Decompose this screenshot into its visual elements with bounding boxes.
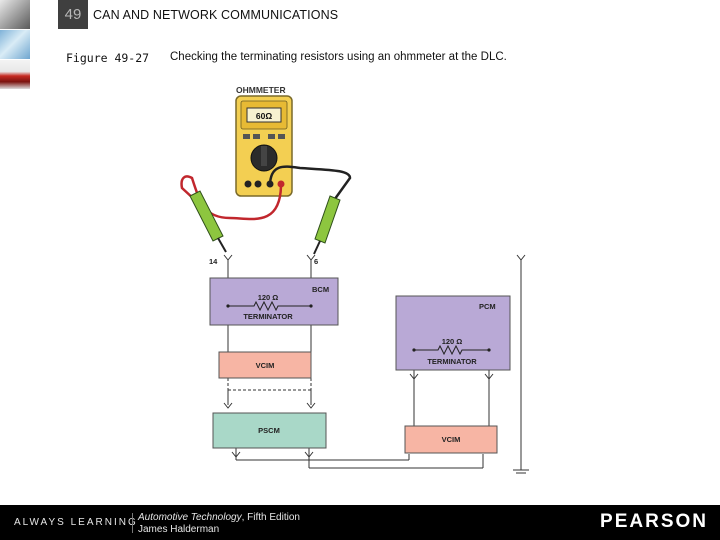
thumbnail-image (0, 30, 30, 59)
left-probe (189, 190, 227, 253)
pin-label-6: 6 (314, 257, 318, 266)
footer-bar: ALWAYS LEARNING Automotive Technology, F… (0, 505, 720, 540)
book-edition: , Fifth Edition (241, 512, 300, 523)
book-info: Automotive Technology, Fifth Edition Jam… (138, 512, 300, 536)
bcm-label: BCM (312, 285, 329, 294)
can-bus-diagram: OHMMETER 60Ω 14 6 (180, 85, 529, 474)
thumbnail-strip (0, 0, 30, 90)
pcm-label: PCM (479, 302, 496, 311)
pcm-module: PCM 120 Ω TERMINATOR (395, 295, 511, 371)
book-author: James Halderman (138, 524, 220, 535)
thumbnail-image (0, 60, 30, 89)
pscm-label: PSCM (258, 426, 280, 435)
vcim-right-module: VCIM (404, 425, 498, 454)
vcim-left-label: VCIM (256, 361, 275, 370)
right-probe (313, 195, 341, 255)
vcim-left-module: VCIM (218, 351, 312, 379)
ohmmeter: OHMMETER 60Ω (235, 85, 293, 197)
bcm-resistor-value: 120 Ω (258, 293, 279, 302)
footer-divider (132, 513, 133, 533)
pcm-resistor-value: 120 Ω (442, 337, 463, 346)
bcm-resistor-label: TERMINATOR (243, 312, 293, 321)
pin-label-14: 14 (209, 257, 218, 266)
figure-label: Figure 49-27 (66, 51, 150, 65)
pscm-module: PSCM (212, 412, 327, 449)
pcm-resistor-label: TERMINATOR (427, 357, 477, 366)
chapter-number: 49 (58, 0, 88, 29)
can-bus-wires (227, 260, 529, 474)
footer-tagline: ALWAYS LEARNING (14, 517, 138, 528)
black-test-lead (268, 165, 352, 204)
book-title: Automotive Technology (138, 512, 242, 523)
ohmmeter-title: OHMMETER (236, 85, 286, 95)
meter-reading: 60Ω (256, 111, 272, 121)
bcm-module: BCM 120 Ω TERMINATOR (209, 277, 339, 326)
vcim-right-label: VCIM (442, 435, 461, 444)
publisher-logo: PEARSON (600, 511, 708, 532)
thumbnail-image (0, 0, 30, 29)
figure-caption: Checking the terminating resistors using… (170, 51, 507, 63)
chapter-title: CAN AND NETWORK COMMUNICATIONS (93, 8, 339, 22)
